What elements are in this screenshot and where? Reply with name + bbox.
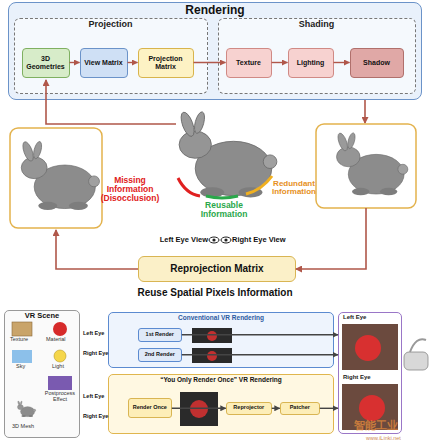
group-box: Left EyeRight Eye bbox=[338, 312, 402, 434]
callout-label: Reusable Information bbox=[192, 201, 256, 219]
text-label: Right Eye bbox=[83, 414, 109, 420]
box-title: VR Scene bbox=[5, 312, 79, 320]
box-label: Reprojector bbox=[232, 405, 265, 411]
group-box: Projection 3D Geometries View Matrix Projec… bbox=[14, 18, 208, 94]
box-label: Projection Matrix bbox=[139, 55, 193, 70]
flow-arrow bbox=[56, 230, 138, 269]
text-label: Right Eye View bbox=[232, 236, 302, 244]
box-title: Left Eye bbox=[343, 314, 366, 321]
text-label: Light bbox=[52, 364, 72, 370]
box-title: Projection bbox=[15, 20, 207, 30]
process-box: 3D Geometries bbox=[22, 48, 70, 78]
process-box: Projection Matrix bbox=[138, 48, 194, 78]
eye-image bbox=[359, 395, 385, 421]
process-box: Shadow bbox=[350, 48, 404, 78]
callout-label: Redundant Information bbox=[270, 180, 318, 197]
box-label: Render Once bbox=[132, 405, 168, 411]
watermark: www.iLinki.net bbox=[366, 436, 426, 442]
callout-label: Missing Information (Disocclusion) bbox=[100, 176, 160, 203]
bunny-model bbox=[178, 111, 276, 198]
eye-icons bbox=[209, 237, 231, 243]
box-label: 2nd Render bbox=[144, 352, 176, 358]
eye-icon bbox=[224, 238, 227, 241]
text-label: 3D Mesh bbox=[12, 424, 42, 430]
text-label: Material bbox=[46, 337, 78, 343]
headset-icon bbox=[410, 339, 426, 352]
process-box: Reprojector bbox=[226, 402, 272, 415]
eye-icon bbox=[212, 238, 215, 241]
box-title: Conventional VR Rendering bbox=[109, 314, 333, 321]
process-box: Texture bbox=[226, 48, 272, 78]
text-label: Sky bbox=[16, 364, 36, 370]
flow-arrow bbox=[296, 208, 366, 269]
view-frame bbox=[10, 128, 102, 228]
box-title: Rendering bbox=[9, 4, 421, 17]
group-box: “You Only Render Once” VR RenderingRende… bbox=[108, 374, 334, 434]
box-title: Shading bbox=[219, 20, 415, 30]
box-title: “You Only Render Once” VR Rendering bbox=[109, 376, 333, 383]
flow-arrow bbox=[364, 100, 366, 123]
box-label: 3D Geometries bbox=[23, 55, 69, 70]
headset-icon bbox=[404, 352, 428, 370]
eye-icon bbox=[209, 237, 219, 243]
box-label: View Matrix bbox=[83, 59, 123, 66]
reusable-region bbox=[206, 196, 238, 198]
eye-icon bbox=[221, 237, 231, 243]
group-box: ShadingTexture Lighting Shadow bbox=[218, 18, 416, 94]
box-label: Shadow bbox=[362, 59, 391, 66]
process-box: Lighting bbox=[288, 48, 334, 78]
bunny-render bbox=[21, 140, 100, 209]
text-label: Right Eye bbox=[83, 351, 109, 357]
text-label: Left Eye bbox=[83, 331, 109, 337]
box-label: Lighting bbox=[296, 59, 326, 66]
text-label: Reuse Spatial Pixels Information bbox=[90, 288, 340, 299]
text-label: Left Eye bbox=[83, 394, 109, 400]
text-label: Left Eye View bbox=[140, 236, 208, 244]
process-box: 2nd Render bbox=[138, 348, 182, 362]
eye-image bbox=[342, 324, 398, 370]
bunny-render bbox=[336, 132, 408, 195]
text-label: Texture bbox=[10, 337, 40, 343]
process-box: Patcher bbox=[280, 402, 320, 415]
view-frame bbox=[316, 124, 416, 208]
group-box: VR Scene bbox=[4, 310, 80, 438]
process-box: Render Once bbox=[128, 398, 172, 418]
box-label: Reprojection Matrix bbox=[169, 264, 264, 275]
process-box: View Matrix bbox=[80, 48, 128, 78]
process-box: 1st Render bbox=[138, 328, 182, 342]
group-box: RenderingProjection 3D Geometries View Mat… bbox=[8, 2, 422, 100]
missing-region bbox=[178, 178, 200, 196]
box-label: Texture bbox=[235, 59, 262, 66]
box-label: 1st Render bbox=[145, 332, 175, 338]
group-box: Conventional VR Rendering 1st Render 2nd R… bbox=[108, 312, 334, 368]
box-label: Patcher bbox=[289, 405, 311, 411]
eye-image bbox=[355, 335, 381, 361]
process-box: Reprojection Matrix bbox=[138, 256, 296, 282]
watermark: 智能工业 bbox=[354, 420, 414, 432]
box-title: Right Eye bbox=[343, 374, 371, 381]
vr-headset bbox=[404, 339, 428, 370]
redundant-region bbox=[246, 176, 272, 194]
text-label: Postprocess Effect bbox=[42, 391, 78, 403]
